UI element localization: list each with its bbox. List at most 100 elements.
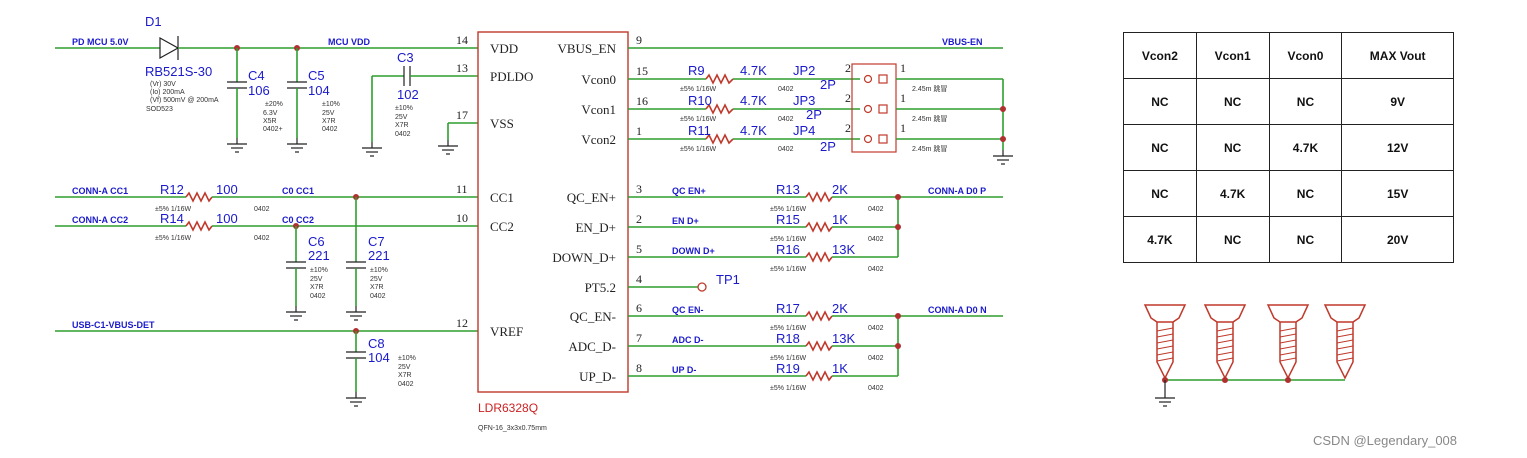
r10-package: 0402 <box>778 116 794 123</box>
r16-value: 13K <box>832 242 855 257</box>
ic-right-pin-number: 7 <box>636 331 642 345</box>
c4-value: 106 <box>248 83 270 98</box>
c7-tolerance: ±10% <box>370 267 388 274</box>
r12-ref: R12 <box>160 182 184 197</box>
net-label-qc-en-plus: QC EN+ <box>672 186 706 196</box>
net-label-conn-cc1: CONN-A CC1 <box>72 186 128 196</box>
jp4-pitch: 2.45m 跳冒 <box>912 144 947 153</box>
c8-dielectric: X7R <box>398 372 412 379</box>
table-cell: NC <box>1123 170 1197 217</box>
jp2-value: 2P <box>820 77 836 92</box>
jp2-ref: JP2 <box>793 63 815 78</box>
r14-package: 0402 <box>254 235 270 242</box>
jumper-jp2 <box>863 74 888 84</box>
table-cell: NC <box>1195 78 1270 125</box>
r12-tolerance: ±5% 1/16W <box>155 206 192 213</box>
r17-package: 0402 <box>868 325 884 332</box>
table-cell: NC <box>1268 170 1343 217</box>
ic-right-pin-name: EN_D+ <box>575 220 616 235</box>
ic-right-pin-number: 3 <box>636 182 642 196</box>
table-cell: 20V <box>1341 216 1454 263</box>
mounting-screws <box>1143 304 1367 407</box>
c5-value: 104 <box>308 83 330 98</box>
jp2-pitch: 2.45m 跳冒 <box>912 84 947 93</box>
r15-ref: R15 <box>776 212 800 227</box>
r11-tolerance: ±5% 1/16W <box>680 146 717 153</box>
net-label-up-d-minus: UP D- <box>672 365 696 375</box>
r15-value: 1K <box>832 212 848 227</box>
table-header-cell: Vcon1 <box>1195 32 1270 79</box>
table-cell: 4.7K <box>1195 170 1270 217</box>
ic-package: QFN-16_3x3x0.75mm <box>478 425 547 432</box>
screw-icon <box>1266 304 1310 380</box>
r14-ref: R14 <box>160 211 184 226</box>
ic-left-pin-number: 14 <box>456 33 468 47</box>
jp4-pin-2: 2 <box>845 121 851 135</box>
ic-right-pin-name: ADC_D- <box>568 339 616 354</box>
c3-package: 0402 <box>395 131 411 138</box>
ic-right-pin-name: Vcon2 <box>581 132 616 147</box>
c7-dielectric: X7R <box>370 284 384 291</box>
ic-right-pin-number: 5 <box>636 242 642 256</box>
net-label-down-d-plus: DOWN D+ <box>672 246 715 256</box>
table-cell: NC <box>1123 124 1197 171</box>
r17-value: 2K <box>832 301 848 316</box>
screw-icon <box>1203 304 1247 380</box>
table-header-cell: Vcon0 <box>1268 32 1343 79</box>
dp-dn-section: QC EN+ R13 2K ±5% 1/16W 0402 CONN-A D0 P… <box>628 182 1003 392</box>
jp3-pitch: 2.45m 跳冒 <box>912 114 947 123</box>
net-label-c0-cc2: C0 CC2 <box>282 215 314 225</box>
r11-ref: R11 <box>688 123 711 138</box>
power-input-section: PD MCU 5.0V D1 RB521S-30 (Vr) 30V (Io) 2… <box>55 14 478 157</box>
net-label-mcu-vdd: MCU VDD <box>328 37 370 47</box>
c4-dielectric: X5R <box>263 118 277 125</box>
ic-left-pin-name: VREF <box>490 324 523 339</box>
c3-value: 102 <box>397 87 419 102</box>
c6-value: 221 <box>308 248 330 263</box>
jp2-pin-2: 2 <box>845 61 851 75</box>
net-label-c0-cc1: C0 CC1 <box>282 186 314 196</box>
r11-value: 4.7K <box>740 123 767 138</box>
ic-left-pin-name: CC1 <box>490 190 514 205</box>
r16-package: 0402 <box>868 266 884 273</box>
r15-package: 0402 <box>868 236 884 243</box>
d1-spec-vr: (Vr) 30V <box>150 81 176 88</box>
r9-value: 4.7K <box>740 63 767 78</box>
c3-ref: C3 <box>397 50 414 65</box>
net-label-qc-en-minus: QC EN- <box>672 305 704 315</box>
r19-package: 0402 <box>868 385 884 392</box>
r13-package: 0402 <box>868 206 884 213</box>
d1-spec-vf: (Vf) 500mV @ 200mA <box>150 97 219 104</box>
r18-package: 0402 <box>868 355 884 362</box>
c8-voltage: 25V <box>398 364 411 371</box>
c4-ref: C4 <box>248 68 265 83</box>
r18-tolerance: ±5% 1/16W <box>770 355 807 362</box>
table-cell: NC <box>1123 78 1197 125</box>
net-label-adc-d-minus: ADC D- <box>672 335 704 345</box>
ic-left-pin-number: 13 <box>456 61 468 75</box>
r19-ref: R19 <box>776 361 800 376</box>
c3-dielectric: X7R <box>395 122 409 129</box>
c8-tolerance: ±10% <box>398 355 416 362</box>
table-cell: NC <box>1268 78 1343 125</box>
ic-right-pin-number: 8 <box>636 361 642 375</box>
r19-value: 1K <box>832 361 848 376</box>
r12-value: 100 <box>216 182 238 197</box>
ic-right-pin-number: 9 <box>636 33 642 47</box>
ic-right-pin-number: 15 <box>636 64 648 78</box>
c5-dielectric: X7R <box>322 118 336 125</box>
ic-right-pin-name: VBUS_EN <box>557 41 616 56</box>
c5-voltage: 25V <box>322 110 335 117</box>
c6-voltage: 25V <box>310 276 323 283</box>
ic-right-pin-number: 16 <box>636 94 648 108</box>
r15-tolerance: ±5% 1/16W <box>770 236 807 243</box>
ic-right-pin-number: 2 <box>636 212 642 226</box>
jp4-pin-1: 1 <box>900 121 906 135</box>
cc-section: CONN-A CC1 R12 100 ±5% 1/16W 0402 C0 CC1… <box>55 182 478 407</box>
